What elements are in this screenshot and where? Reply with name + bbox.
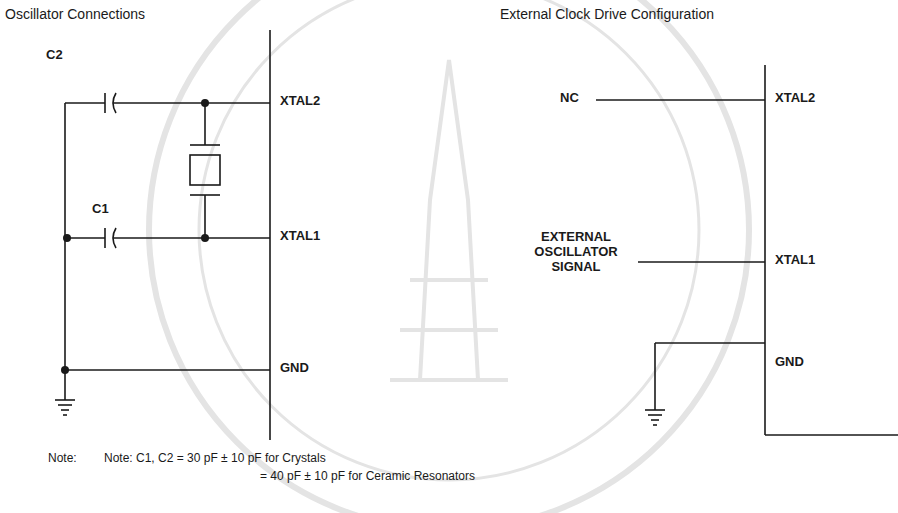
signal-name: NC xyxy=(560,91,579,106)
part-label: C1 xyxy=(92,202,109,217)
heading: Oscillator Connections xyxy=(5,6,145,22)
heading: External Clock Drive Configuration xyxy=(500,6,714,22)
note-text: Note: xyxy=(48,452,77,466)
pin-name: XTAL1 xyxy=(775,253,815,268)
signal-name: EXTERNAL OSCILLATOR SIGNAL xyxy=(520,230,632,275)
pin-name: GND xyxy=(280,361,309,376)
pin-name: XTAL2 xyxy=(280,94,320,109)
note-text: Note: C1, C2 = 30 pF ± 10 pF for Crystal… xyxy=(104,452,326,466)
pin-name: XTAL1 xyxy=(280,229,320,244)
pin-name: GND xyxy=(775,355,804,370)
watermark-seal xyxy=(149,0,749,513)
note-text: = 40 pF ± 10 pF for Ceramic Resonators xyxy=(260,470,475,484)
pin-name: XTAL2 xyxy=(775,91,815,106)
junction-dots xyxy=(61,99,209,374)
wiring xyxy=(55,30,898,440)
part-label: C2 xyxy=(46,48,63,63)
